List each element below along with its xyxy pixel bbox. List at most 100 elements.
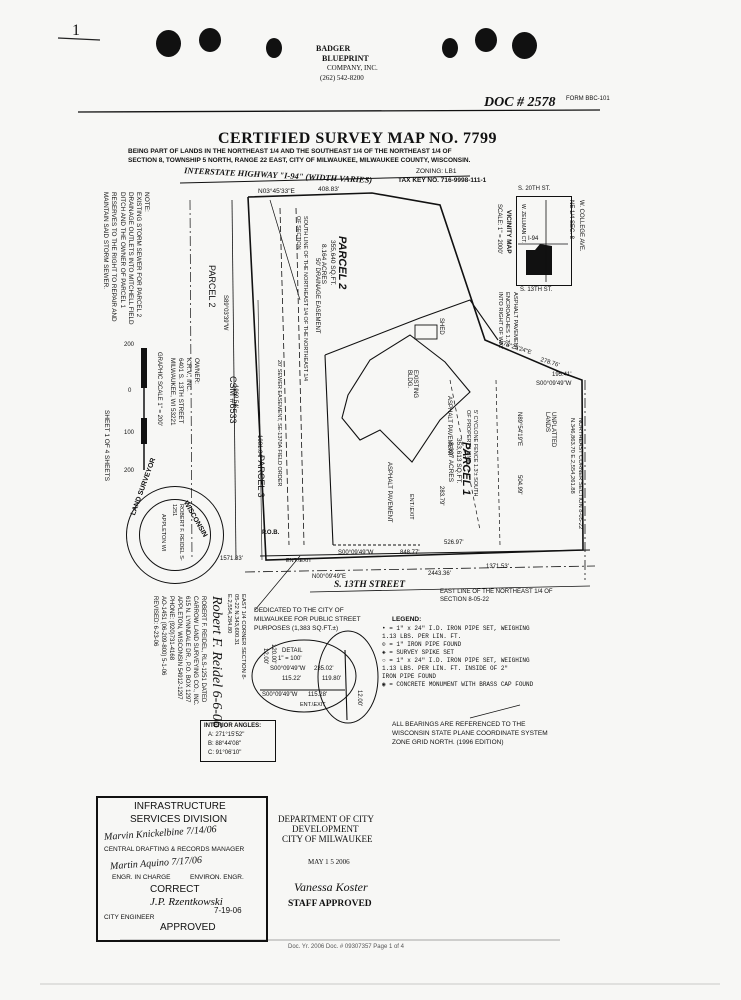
street-distance: 2443.36' [428, 571, 451, 577]
dcd-date: MAY 1 5 2006 [308, 858, 350, 866]
detail-entrance: ENT.\EXIT [300, 702, 326, 708]
doc-number: DOC # 2578 [484, 95, 556, 110]
detail-distance-5: 120.00' [270, 644, 276, 664]
legend-item: ⊙ = 1" IRON PIPE FOUND [382, 641, 462, 648]
stamp-date-3: 7-19-06 [214, 906, 242, 915]
surveyor-seal [126, 486, 224, 584]
vicinity-college-ave: W. COLLEGE AVE. [578, 200, 584, 252]
distance-b: 195.41' [552, 372, 572, 378]
stamp-infra-line2: SERVICES DIVISION [130, 814, 228, 825]
binder-hole [266, 38, 282, 58]
scale-tick-label: 200 [124, 342, 135, 348]
stamp-role-2-right: ENVIRON. ENGR. [190, 874, 244, 881]
vicinity-s20th: S. 20TH ST. [518, 186, 551, 192]
shed-label: SHED [438, 318, 444, 335]
owner-line2: 6401 S. 13TH STREET [177, 358, 184, 424]
west-bearing: S89°03'39"W [222, 295, 228, 331]
parcel-2-area: 355,640 SQ.FT. [329, 240, 336, 286]
detail-bearing-2: S00°09'49"W [262, 692, 298, 698]
scale-tick-label: 200 [124, 468, 135, 474]
detail-distance-4: 115.28' [308, 692, 328, 698]
detail-distance-7: 12.00' [356, 690, 362, 707]
note-heading: NOTE: [143, 192, 150, 212]
scale-tick-label: 100 [124, 430, 135, 436]
parcel-2-acres: 8.164 ACRES [320, 244, 327, 285]
asphalt-pavement-label: ASPHALT PAVEMENT [446, 396, 452, 457]
surveyor-line2: CARROW LAND SURVEYING CO., INC. [192, 596, 198, 706]
interior-angles-heading: INTERIOR ANGLES: [204, 723, 262, 729]
bearing-c: N89°54'19"E [516, 412, 522, 447]
legend-item: 1.13 LBS. PER LIN. FT. INSIDE OF 2" [382, 665, 509, 672]
stamp-role-2-left: ENGR. IN CHARGE [112, 874, 171, 881]
vicinity-i94: I-94 [528, 236, 539, 242]
south-bearing: S00°09'49"W [338, 550, 374, 556]
drainage-easement: 50' DRAINAGE EASEMENT [314, 258, 320, 334]
bearings-note-line2: WISCONSIN STATE PLANE COORDINATE SYSTEM [392, 730, 548, 737]
interior-angle-a: A: 271°15'52" [208, 732, 245, 738]
distance-1371: 1371.53' [486, 564, 509, 570]
seal-city: APPLETON WI [160, 514, 166, 552]
note-text: EXISTING STORM SEWER FOR PARCEL 2 DRAINA… [102, 192, 142, 325]
vicinity-map-box [516, 196, 572, 286]
owner-line3: MILWAUKEE, WI 53221 [169, 358, 176, 426]
recording-footer: Doc. Yr. 2006 Doc. # 09307357 Page 1 of … [288, 944, 404, 950]
graphic-scale-label: GRAPHIC SCALE 1" = 200' [156, 352, 162, 426]
vicinity-ne-sec: NE 1/4 SEC. 8 [568, 200, 574, 240]
distance-c: 504.99' [516, 475, 522, 495]
seal-name: ROBERT F. REIDEL S-1251 [171, 504, 184, 561]
unplatted-lands: UNPLATTED LANDS [544, 412, 556, 448]
form-number: FORM BBC-101 [566, 96, 610, 102]
surveyor-signature: Robert F. Reidel 6-6-06 [209, 596, 224, 728]
dedication-label: DEDICATED TO THE CITY OF MILWAUKEE FOR P… [254, 607, 361, 632]
company-name-line1: BADGER [316, 44, 351, 53]
dcd-approved: STAFF APPROVED [288, 899, 372, 909]
detail-bearing-1: S00°09'49"W [270, 666, 306, 672]
page-mark: 1 [72, 22, 80, 39]
bearing-b: S00°09'49"W [536, 381, 572, 387]
company-name-line2: BLUEPRINT [322, 54, 369, 63]
zoning: ZONING: LB1 [416, 168, 457, 175]
vicinity-zellman: W. ZELLMAN CT. [520, 204, 526, 244]
company-phone: (262) 542-8200 [320, 74, 364, 82]
street-name: S. 13TH STREET [334, 580, 405, 590]
legend-item: ◉ = CONCRETE MONUMENT WITH BRASS CAP FOU… [382, 681, 534, 688]
stamp-infra-line1: INFRASTRUCTURE [134, 801, 226, 812]
surveyor-line7: REVISED: 6-23-06 [152, 596, 158, 647]
surveyor-line5: PHONE: (920)731-4168 [168, 596, 174, 661]
vicinity-map-scale: SCALE: 1" = 2000' [496, 204, 502, 254]
dcd-line2: DEVELOPMENT [292, 824, 359, 834]
interior-angle-c: C: 91°06'10" [208, 750, 242, 756]
owner-heading: OWNER: [193, 358, 200, 384]
infrastructure-stamp [96, 796, 268, 942]
detail-distance-2: 115.22' [282, 676, 302, 682]
sewer-easement: 20' SEWER EASEMENT, SE-1370A FIELD ORDER [276, 360, 282, 487]
parcel-2-left-label: PARCEL 2 [207, 265, 217, 308]
stamp-role-1: CENTRAL DRAFTING & RECORDS MANAGER [104, 846, 245, 853]
surveyor-line6: AO-1451 (06-209-800) 5-1-06 [160, 596, 166, 676]
interior-angles-box [200, 720, 276, 762]
surveyor-line4: APPLETON, WISCONSIN 54912-1297 [176, 596, 182, 700]
stamp-correct: CORRECT [150, 884, 200, 895]
bearings-note-line1: ALL BEARINGS ARE REFERENCED TO THE [392, 721, 526, 728]
surveyor-line1: ROBERT F. REIDEL, RLS-1251 DATED [200, 596, 206, 703]
entrance-exit: ENT.\EXIT [408, 494, 414, 520]
distance-d: 526.97' [444, 540, 464, 546]
north-bearing: N03°45'33"E [258, 188, 295, 195]
legend-item: ○ = 1" x 24" I.D. IRON PIPE SET, WEIGHIN… [382, 657, 530, 664]
parcel-1-area: 353,613 SQ.FT. [455, 438, 462, 484]
detail-scale: 1" = 100' [278, 656, 302, 662]
company-name-line3: COMPANY, INC. [327, 64, 378, 72]
legend-heading: LEGEND: [392, 616, 422, 623]
pob-label: P.O.B. [262, 530, 280, 536]
detail-label: DETAIL [282, 648, 303, 654]
parcel-3-label: PARCEL 3 [256, 455, 266, 498]
legend-item: ◈ = SURVEY SPIKE SET [382, 649, 455, 656]
vicinity-map-title: VICINITY MAP [505, 210, 512, 254]
ne-corner-label: NORTHEAST CORNER SECTION 8-05-22 N.346,8… [569, 418, 583, 530]
survey-title: CERTIFIED SURVEY MAP NO. 7799 [218, 130, 498, 147]
vicinity-s13th: S. 13TH ST. [520, 287, 553, 293]
stamp-role-3: CITY ENGINEER [104, 914, 155, 921]
